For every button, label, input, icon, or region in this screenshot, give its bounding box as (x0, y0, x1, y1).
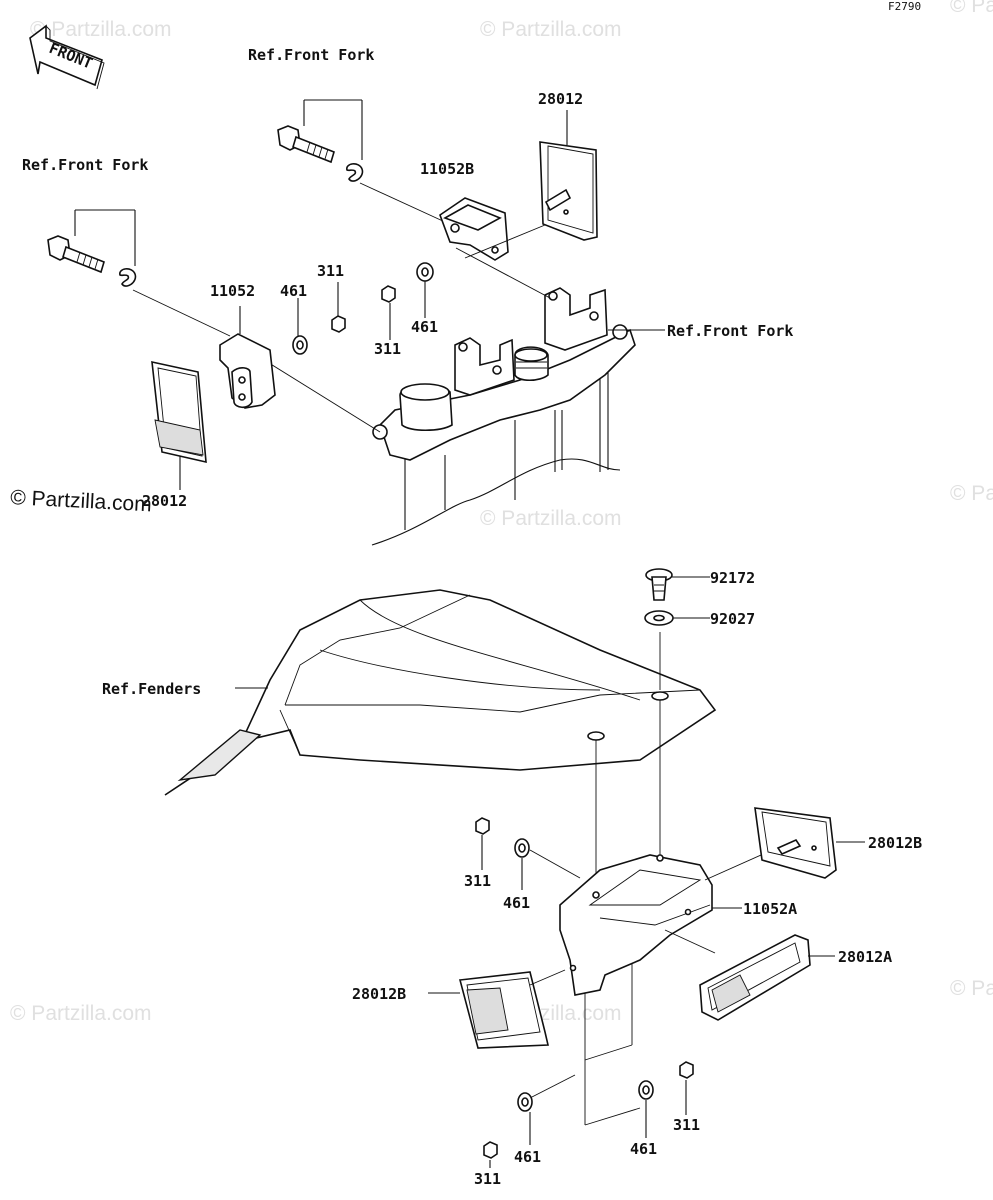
watermark: © Partzilla.com (950, 0, 993, 17)
part-label-28012b: 28012B (352, 985, 406, 1003)
watermark: © Partzilla.com (950, 482, 993, 505)
bracket-11052 (219, 306, 276, 409)
watermark: © Partzilla.com (10, 1002, 152, 1025)
part-label-311: 311 (673, 1116, 700, 1134)
part-label-28012: 28012 (142, 492, 187, 510)
part-label-311: 311 (464, 872, 491, 890)
ref-front-fork-label: Ref.Front Fork (248, 46, 374, 64)
copyright-text: © Partzilla.com (10, 486, 153, 516)
part-label-92027: 92027 (710, 610, 755, 628)
reflector-28012-top (539, 110, 598, 241)
hardware-top (292, 262, 665, 355)
watermark: © Partzilla.com (30, 18, 172, 41)
part-label-11052b: 11052B (420, 160, 474, 178)
part-label-11052: 11052 (210, 282, 255, 300)
bracket-11052b (439, 197, 546, 261)
reflector-28012-left (151, 360, 207, 490)
reflector-28012a (699, 934, 835, 1021)
hardware-bottom (475, 817, 694, 1168)
rear-fender (164, 589, 717, 796)
front-fork-assembly (371, 287, 636, 546)
ref-front-fork-label: Ref.Front Fork (22, 156, 148, 174)
watermark: © Partzilla.com (480, 507, 622, 530)
part-label-11052a: 11052A (743, 900, 797, 918)
part-label-461: 461 (503, 894, 530, 912)
left-bolt-group (47, 209, 381, 433)
watermark: © Partzilla.com (950, 977, 993, 1000)
part-label-461: 461 (630, 1140, 657, 1158)
top-bolt-group (277, 99, 551, 299)
ref-front-fork-label: Ref.Front Fork (667, 322, 793, 340)
bracket-11052a (559, 841, 791, 996)
part-label-461: 461 (514, 1148, 541, 1166)
part-label-311: 311 (374, 340, 401, 358)
part-label-28012b: 28012B (868, 834, 922, 852)
part-label-92172: 92172 (710, 569, 755, 587)
part-label-311: 311 (474, 1170, 501, 1188)
part-label-28012a: 28012A (838, 948, 892, 966)
part-label-28012: 28012 (538, 90, 583, 108)
reflector-28012b-right (754, 807, 865, 879)
washer-92027 (644, 610, 710, 626)
guide-lines (529, 632, 661, 1126)
part-label-461: 461 (411, 318, 438, 336)
figure-code: F2790 (888, 0, 921, 13)
screw-92172 (645, 568, 710, 601)
reflector-28012b-left (428, 969, 566, 1049)
ref-fenders-label: Ref.Fenders (102, 680, 201, 698)
part-label-461: 461 (280, 282, 307, 300)
watermark: © Partzilla.com (480, 18, 622, 41)
part-label-311: 311 (317, 262, 344, 280)
